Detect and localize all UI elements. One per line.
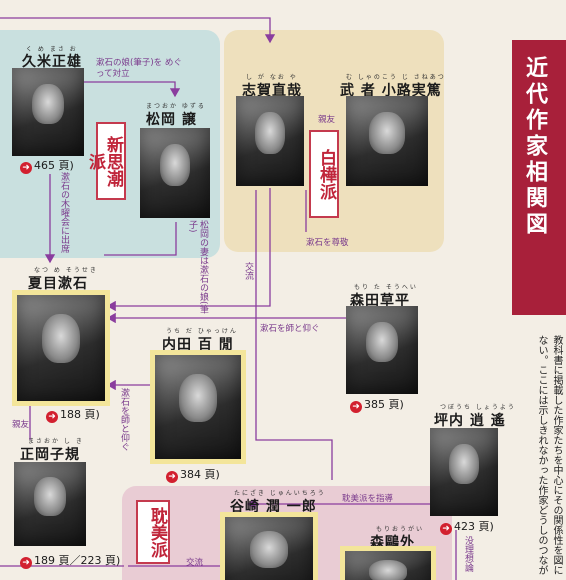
label-tsubouchi-mori: 没理想論	[463, 536, 473, 572]
masaoka-ruby: まさおか し き	[28, 438, 84, 445]
morita-ruby: もり た そうへい	[354, 284, 418, 291]
label-natsume-masaoka: 親友	[12, 420, 30, 430]
morita-photo	[346, 306, 418, 394]
tanizaki-ruby: たにざき じゅんいちろう	[234, 490, 326, 497]
shiga-name: 志賀直哉	[242, 83, 302, 99]
tsubouchi-ruby: つぼうち しょうよう	[440, 404, 516, 411]
edge-matsuoka-natsume	[104, 222, 177, 256]
uchida-name: 内田 百 閒	[162, 337, 234, 353]
arrow-right-icon: ➜	[350, 401, 362, 413]
kume-ruby: く め まさ お	[26, 46, 78, 53]
page-title: 近代作家相関図	[522, 56, 548, 238]
kume-name: 久米正雄	[22, 54, 82, 70]
edge-shiga-tanizaki	[255, 190, 333, 480]
edge-shiga-natsume	[106, 188, 271, 312]
label-kume-natsume: 漱石の木曜会に出席	[59, 172, 69, 253]
tsubouchi-name: 坪内 逍 遙	[434, 413, 506, 429]
title-band	[512, 40, 566, 315]
kume-page[interactable]: ➜465 頁)	[20, 157, 74, 174]
label-morita-natsume: 漱石を師と仰ぐ	[260, 324, 320, 334]
mori-ruby: もりおうがい	[376, 526, 425, 533]
mushanokoji-ruby: む しゃのこう じ さねあつ	[346, 74, 446, 81]
morita-page[interactable]: ➜385 頁)	[350, 396, 404, 413]
arrow-right-icon: ➜	[20, 162, 32, 174]
tsubouchi-photo	[430, 428, 498, 516]
natsume-photo	[12, 290, 110, 406]
edge-top-shiga	[0, 17, 276, 44]
label-matsuoka-natsume: 松岡の妻は漱石の娘(筆子)	[187, 220, 208, 314]
shiga-photo	[236, 96, 304, 186]
matsuoka-photo	[140, 128, 210, 218]
side-note: 教科書に掲載した作家たちを中心にその関係性を図にない。ここには示しきれなかった作…	[536, 335, 562, 575]
mushanokoji-photo	[346, 96, 428, 186]
masaoka-name: 正岡子規	[20, 447, 80, 463]
uchida-page[interactable]: ➜384 頁)	[166, 466, 220, 483]
shirakaba-school-label: 白樺派	[309, 130, 339, 218]
uchida-ruby: うち だ ひゃっけん	[166, 328, 238, 335]
natsume-ruby: なつ め そうせき	[34, 267, 98, 274]
kume-photo	[12, 68, 84, 156]
label-shiga-tanizaki: 交流	[243, 262, 253, 280]
morita-name: 森田草平	[350, 293, 410, 309]
arrow-right-icon: ➜	[46, 411, 58, 423]
natsume-page[interactable]: ➜188 頁)	[46, 406, 100, 423]
arrow-right-icon: ➜	[20, 557, 32, 569]
mori-photo	[340, 546, 436, 580]
matsuoka-name: 松岡 譲	[146, 112, 197, 128]
label-mori-tanbi: 耽美派を指導	[342, 494, 394, 504]
label-uchida-natsume: 漱石を師と仰ぐ	[119, 388, 129, 451]
label-tanizaki-exchange: 交流	[186, 558, 204, 568]
shinshicho-school-label: 新思潮派	[85, 122, 126, 200]
edge-kume-matsuoka	[80, 81, 181, 98]
tanizaki-photo	[220, 512, 318, 580]
masaoka-photo	[14, 462, 86, 546]
label-shiga-musha: 親友	[318, 115, 336, 125]
label-kume-matsuoka: 漱石の娘(筆子)を めぐって対立	[96, 58, 182, 79]
arrow-right-icon: ➜	[166, 471, 178, 483]
label-shirakaba-natsume: 漱石を尊敬	[306, 238, 349, 248]
natsume-name: 夏目漱石	[28, 276, 88, 292]
uchida-photo	[150, 350, 246, 464]
shiga-ruby: し が なお や	[246, 74, 298, 81]
mushanokoji-name: 武 者 小路実篤	[340, 83, 442, 99]
tanbi-school-label: 耽美派	[136, 500, 170, 564]
arrow-right-icon: ➜	[440, 523, 452, 535]
tsubouchi-page[interactable]: ➜423 頁)	[440, 518, 494, 535]
matsuoka-ruby: まつおか ゆずる	[146, 103, 206, 110]
masaoka-page[interactable]: ➜189 頁／223 頁)	[20, 552, 120, 569]
tanizaki-name: 谷崎 潤 一郎	[230, 499, 317, 515]
